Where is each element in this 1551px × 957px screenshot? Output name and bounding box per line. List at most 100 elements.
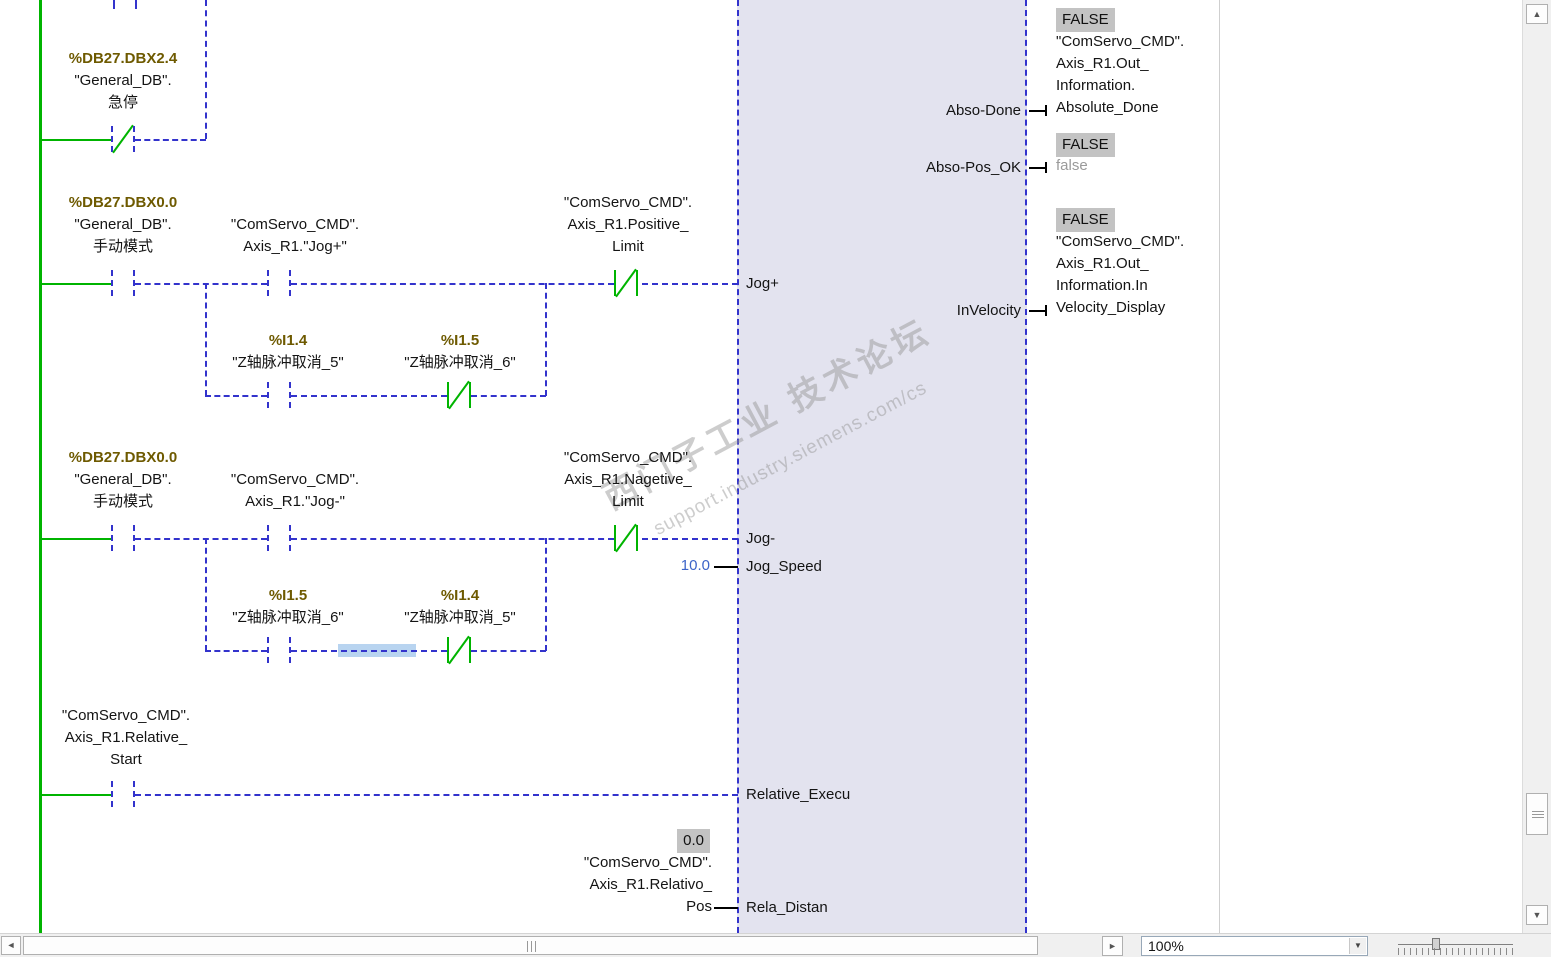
grip-icon xyxy=(526,941,536,952)
operand-address[interactable]: %DB27.DBX0.0 xyxy=(68,194,178,211)
operand-name[interactable]: Axis_R1.Positive_ xyxy=(567,216,689,233)
operand-label-pulse-cancel-6[interactable]: %I1.5 "Z轴脉冲取消_6" xyxy=(375,330,545,374)
operand-comment[interactable]: 手动模式 xyxy=(92,238,153,255)
operand-label-manual-mode[interactable]: %DB27.DBX0.0 "General_DB". 手动模式 xyxy=(33,447,213,513)
block-input-pin-jog-minus: Jog- xyxy=(746,530,776,547)
operand-name[interactable]: Axis_R1.Relativo_ xyxy=(589,876,712,893)
operand-name[interactable]: "ComServo_CMD". xyxy=(1056,33,1185,50)
operand-name[interactable]: Information.In xyxy=(1056,277,1148,294)
contact-negated-emergency-stop[interactable] xyxy=(111,124,135,154)
operand-name[interactable]: "General_DB". xyxy=(74,216,172,233)
monitor-state-value: FALSE xyxy=(1056,8,1115,32)
scroll-up-button[interactable]: ▲ xyxy=(1526,4,1548,24)
contact-negated-pulse-cancel-5[interactable] xyxy=(447,635,471,665)
operand-address[interactable]: %I1.4 xyxy=(440,587,480,604)
contact-manual-mode[interactable] xyxy=(111,525,135,551)
horizontal-scroll-thumb[interactable] xyxy=(23,936,1038,955)
operand-name[interactable]: Start xyxy=(110,751,142,768)
vertical-scroll-thumb[interactable] xyxy=(1526,793,1548,835)
contact-slash xyxy=(448,635,470,665)
contact-pulse-cancel-5[interactable] xyxy=(267,382,291,408)
block-output-pin-abso-pos-ok: Abso-Pos_OK xyxy=(925,159,1021,176)
operand-label-jog-minus[interactable]: "ComServo_CMD". Axis_R1."Jog-" xyxy=(205,469,385,513)
contact-jog-plus[interactable] xyxy=(267,270,291,296)
monitor-operand-abso-done[interactable]: "ComServo_CMD". Axis_R1.Out_ Information… xyxy=(1056,31,1184,119)
operand-name[interactable]: "Z轴脉冲取消_5" xyxy=(232,354,344,371)
wire-v xyxy=(205,0,207,139)
contact-jog-minus[interactable] xyxy=(267,525,291,551)
arrow-right-icon: ► xyxy=(1108,941,1117,951)
contact-negated-positive-limit[interactable] xyxy=(614,268,638,298)
operand-address[interactable]: %DB27.DBX2.4 xyxy=(68,50,178,67)
jog-speed-value[interactable]: 10.0 xyxy=(680,557,710,574)
operand-name[interactable]: Axis_R1.Out_ xyxy=(1056,255,1149,272)
rela-distan-value[interactable]: 0.0 xyxy=(677,829,710,853)
scroll-right-button[interactable]: ► xyxy=(1102,936,1123,956)
operand-label-manual-mode[interactable]: %DB27.DBX0.0 "General_DB". 手动模式 xyxy=(33,192,213,258)
operand-name[interactable]: Axis_R1."Jog-" xyxy=(245,493,345,510)
wire-h xyxy=(205,650,267,652)
operand-name[interactable]: Limit xyxy=(612,238,644,255)
operand-address[interactable]: %I1.5 xyxy=(440,332,480,349)
operand-name[interactable]: "ComServo_CMD". xyxy=(61,707,191,724)
contact-negated-negative-limit[interactable] xyxy=(614,523,638,553)
operand-name[interactable]: "ComServo_CMD". xyxy=(230,216,360,233)
wire-h xyxy=(291,283,614,285)
contact-negated-pulse-cancel-6[interactable] xyxy=(447,380,471,410)
operand-name[interactable]: "Z轴脉冲取消_6" xyxy=(404,354,516,371)
vertical-scrollbar[interactable]: ▲ ▼ xyxy=(1522,0,1551,933)
operand-label-positive-limit[interactable]: "ComServo_CMD". Axis_R1.Positive_ Limit xyxy=(538,192,718,258)
operand-label-relative-pos[interactable]: "ComServo_CMD". Axis_R1.Relativo_ Pos xyxy=(518,852,712,918)
operand-name[interactable]: "ComServo_CMD". xyxy=(583,854,712,871)
operand-name[interactable]: "Z轴脉冲取消_6" xyxy=(232,609,344,626)
operand-address[interactable]: %DB27.DBX0.0 xyxy=(68,449,178,466)
operand-address[interactable]: %I1.4 xyxy=(268,332,308,349)
operand-name[interactable]: "ComServo_CMD". xyxy=(563,449,693,466)
operand-name[interactable]: "General_DB". xyxy=(74,72,172,89)
contact-manual-mode[interactable] xyxy=(111,270,135,296)
operand-name[interactable]: Axis_R1."Jog+" xyxy=(243,238,347,255)
operand-label-emergency-stop[interactable]: %DB27.DBX2.4 "General_DB". 急停 xyxy=(33,48,213,114)
contact-pulse-cancel-6[interactable] xyxy=(267,637,291,663)
operand-name[interactable]: Limit xyxy=(612,493,644,510)
wire-h xyxy=(642,538,738,540)
wire-fragment xyxy=(135,0,137,9)
operand-label-pulse-cancel-5[interactable]: %I1.4 "Z轴脉冲取消_5" xyxy=(203,330,373,374)
wire-h xyxy=(40,283,111,285)
operand-comment[interactable]: 手动模式 xyxy=(92,493,153,510)
operand-label-negative-limit[interactable]: "ComServo_CMD". Axis_R1.Nagetive_ Limit xyxy=(538,447,718,513)
zoom-slider-track[interactable] xyxy=(1398,944,1513,945)
wire-h xyxy=(714,566,738,568)
operand-name[interactable]: Pos xyxy=(686,898,712,915)
operand-name[interactable]: Axis_R1.Relative_ xyxy=(64,729,188,746)
zoom-select[interactable]: 100% ▼ xyxy=(1141,936,1368,956)
zoom-dropdown-button[interactable]: ▼ xyxy=(1349,938,1366,954)
wire-h xyxy=(1029,110,1046,112)
function-block-body[interactable] xyxy=(737,0,1027,933)
operand-name[interactable]: Axis_R1.Out_ xyxy=(1056,55,1149,72)
operand-label-jog-plus[interactable]: "ComServo_CMD". Axis_R1."Jog+" xyxy=(205,214,385,258)
operand-name[interactable]: "Z轴脉冲取消_5" xyxy=(404,609,516,626)
operand-name[interactable]: "ComServo_CMD". xyxy=(563,194,693,211)
operand-name[interactable]: Absolute_Done xyxy=(1056,99,1159,116)
scroll-left-button[interactable]: ◄ xyxy=(1,936,21,955)
operand-label-pulse-cancel-5[interactable]: %I1.4 "Z轴脉冲取消_5" xyxy=(375,585,545,629)
operand-name[interactable]: "ComServo_CMD". xyxy=(230,471,360,488)
operand-comment[interactable]: 急停 xyxy=(107,94,138,111)
operand-address[interactable]: %I1.5 xyxy=(268,587,308,604)
zoom-slider-ticks xyxy=(1398,948,1513,955)
operand-name[interactable]: "ComServo_CMD". xyxy=(1056,233,1185,250)
operand-name[interactable]: Axis_R1.Nagetive_ xyxy=(564,471,692,488)
operand-name[interactable]: Velocity_Display xyxy=(1056,299,1166,316)
operand-label-relative-start[interactable]: "ComServo_CMD". Axis_R1.Relative_ Start xyxy=(36,705,216,771)
operand-name[interactable]: "General_DB". xyxy=(74,471,172,488)
contact-relative-start[interactable] xyxy=(111,781,135,807)
block-input-pin-jog-speed: Jog_Speed xyxy=(746,558,822,575)
wire-h xyxy=(40,794,111,796)
block-output-pin-abso-done: Abso-Done xyxy=(945,102,1021,119)
monitor-operand-invelocity[interactable]: "ComServo_CMD". Axis_R1.Out_ Information… xyxy=(1056,231,1184,319)
operand-label-pulse-cancel-6[interactable]: %I1.5 "Z轴脉冲取消_6" xyxy=(203,585,373,629)
scroll-down-button[interactable]: ▼ xyxy=(1526,905,1548,925)
operand-name[interactable]: Information. xyxy=(1056,77,1136,94)
